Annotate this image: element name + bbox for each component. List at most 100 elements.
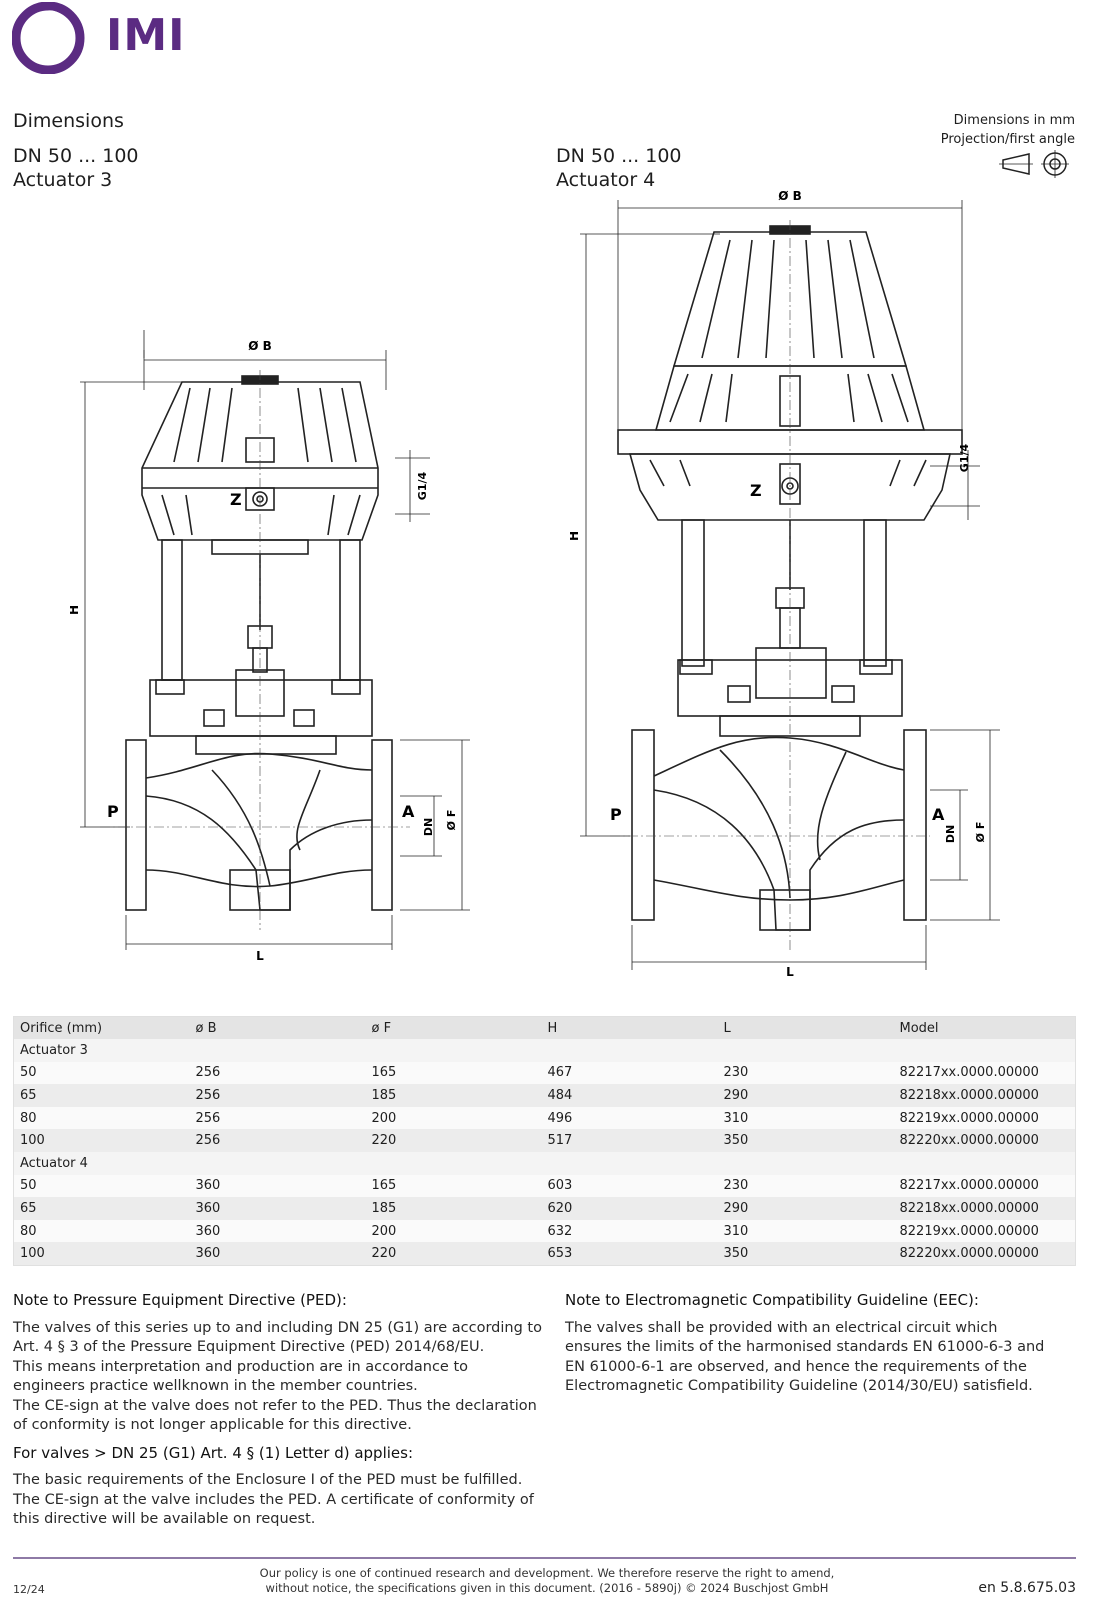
eec-notes: Note to Electromagnetic Compatibility Gu… — [565, 1291, 1055, 1397]
cell: 82218xx.0000.00000 — [893, 1084, 1076, 1107]
ped-notes: Note to Pressure Equipment Directive (PE… — [13, 1291, 543, 1530]
cell: 165 — [365, 1174, 542, 1198]
cell: 82218xx.0000.00000 — [893, 1197, 1076, 1220]
label-ob-left: Ø B — [248, 339, 272, 353]
cell: 290 — [717, 1084, 894, 1107]
label-g14-right: G1/4 — [958, 443, 971, 472]
label-h-right: H — [570, 531, 581, 541]
cell: 620 — [541, 1197, 718, 1220]
group-row: Actuator 4 — [13, 1152, 1076, 1175]
section-title: Dimensions — [13, 110, 124, 132]
label-g14-left: G1/4 — [416, 471, 429, 500]
cell: 82220xx.0000.00000 — [893, 1242, 1076, 1266]
ped-paragraph: This means interpretation and production… — [13, 1358, 469, 1395]
cell: 484 — [541, 1084, 718, 1107]
cell: 185 — [365, 1084, 542, 1107]
ped-paragraph: The CE-sign at the valve does not refer … — [13, 1397, 537, 1434]
valves-paragraph: The CE-sign at the valve includes the PE… — [13, 1491, 534, 1528]
cell: 496 — [541, 1106, 718, 1130]
eec-paragraph: The valves shall be provided with an ele… — [565, 1319, 1045, 1395]
cell: 310 — [717, 1219, 894, 1243]
label-dn-left: DN — [422, 818, 435, 836]
footer-policy-line: without notice, the specifications given… — [265, 1581, 829, 1595]
cell: 256 — [189, 1084, 366, 1107]
cell: 360 — [189, 1219, 366, 1243]
cell: 50 — [13, 1174, 190, 1198]
label-ob-right: Ø B — [778, 190, 802, 203]
cell: 100 — [13, 1129, 190, 1153]
cell: 256 — [189, 1129, 366, 1153]
footer-doc-code: en 5.8.675.03 — [978, 1580, 1076, 1596]
cell: 360 — [189, 1174, 366, 1198]
cell: 220 — [365, 1129, 542, 1153]
right-drawing-actuator: Actuator 4 — [556, 169, 656, 191]
units-text: Dimensions in mm — [953, 113, 1075, 128]
cell: 65 — [13, 1084, 190, 1107]
cell: 360 — [189, 1242, 366, 1266]
left-drawing-dn: DN 50 ... 100 — [13, 145, 139, 167]
label-of-left: Ø F — [445, 810, 458, 831]
valves-paragraph: The basic requirements of the Enclosure … — [13, 1472, 523, 1488]
first-angle-projection-icon — [999, 150, 1069, 178]
cell: 310 — [717, 1106, 894, 1130]
cell: 360 — [189, 1197, 366, 1220]
cell: 230 — [717, 1061, 894, 1085]
cell: 82219xx.0000.00000 — [893, 1219, 1076, 1243]
ped-paragraph: The valves of this series up to and incl… — [13, 1319, 542, 1356]
drawing-actuator-3: Ø B H Z G1/4 P A DN Ø F L — [70, 330, 470, 963]
label-l-right: L — [786, 965, 794, 979]
left-drawing-heading: DN 50 ... 100 Actuator 3 — [13, 144, 139, 192]
label-h-left: H — [70, 605, 81, 615]
projection-text: Projection/first angle — [940, 132, 1075, 147]
cell: 80 — [13, 1219, 190, 1243]
cell: 290 — [717, 1197, 894, 1220]
units-note: Dimensions in mm Projection/first angle — [941, 111, 1075, 149]
logo-text: IMI — [106, 10, 186, 61]
cell: 653 — [541, 1242, 718, 1266]
cell: 165 — [365, 1061, 542, 1085]
right-drawing-heading: DN 50 ... 100 Actuator 4 — [556, 144, 682, 192]
label-l-left: L — [256, 949, 264, 963]
left-drawing-actuator: Actuator 3 — [13, 169, 113, 191]
eec-heading: Note to Electromagnetic Compatibility Gu… — [565, 1291, 979, 1309]
right-drawing-dn: DN 50 ... 100 — [556, 145, 682, 167]
cell: 220 — [365, 1242, 542, 1266]
dimensions-table: Orifice (mm) ø B ø F H L Model Actuator … — [13, 1016, 1076, 1266]
cell: 82220xx.0000.00000 — [893, 1129, 1076, 1153]
valves-heading: For valves > DN 25 (G1) Art. 4 § (1) Let… — [13, 1443, 413, 1462]
cell: 65 — [13, 1197, 190, 1220]
group-row: Actuator 3 — [13, 1039, 1076, 1062]
cell: 350 — [717, 1242, 894, 1266]
cell: 230 — [717, 1174, 894, 1198]
label-dn-right: DN — [944, 825, 957, 843]
cell: 467 — [541, 1061, 718, 1085]
col-f: ø F — [371, 1020, 392, 1036]
label-a-left: A — [402, 802, 415, 821]
cell: 50 — [13, 1061, 190, 1085]
drawing-actuator-4: Ø B H Z G1/4 P A DN Ø F L — [570, 190, 1000, 979]
cell: 82217xx.0000.00000 — [893, 1174, 1076, 1198]
cell: 100 — [13, 1242, 190, 1266]
cell: 185 — [365, 1197, 542, 1220]
label-a-right: A — [932, 805, 945, 824]
col-l: L — [723, 1020, 731, 1036]
label-z-right: Z — [750, 481, 762, 500]
group-label: Actuator 3 — [13, 1039, 1076, 1062]
footer-policy-line: Our policy is one of continued research … — [259, 1566, 835, 1580]
col-b: ø B — [195, 1020, 217, 1036]
table-header-row: Orifice (mm) ø B ø F H L Model — [13, 1016, 1076, 1040]
cell: 256 — [189, 1061, 366, 1085]
imi-logo: IMI — [10, 0, 185, 76]
col-h: H — [547, 1020, 558, 1036]
col-model: Model — [899, 1020, 939, 1036]
cell: 517 — [541, 1129, 718, 1153]
cell: 80 — [13, 1106, 190, 1130]
cell: 82219xx.0000.00000 — [893, 1106, 1076, 1130]
col-orifice: Orifice (mm) — [20, 1020, 103, 1036]
logo-ring-icon — [12, 2, 85, 74]
